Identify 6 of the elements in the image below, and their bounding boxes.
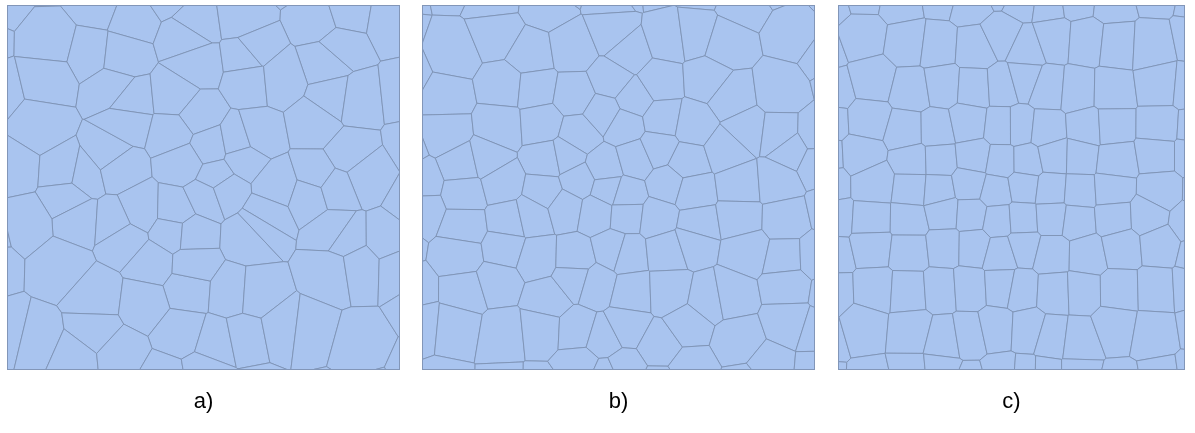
voronoi-mesh-drawing	[7, 5, 400, 370]
panel-caption: a)	[193, 387, 214, 415]
voronoi-mesh-drawing	[422, 5, 815, 370]
panel-caption: b)	[608, 387, 629, 415]
voronoi-mesh-drawing	[838, 5, 1185, 370]
panel-caption: c)	[1002, 387, 1021, 415]
